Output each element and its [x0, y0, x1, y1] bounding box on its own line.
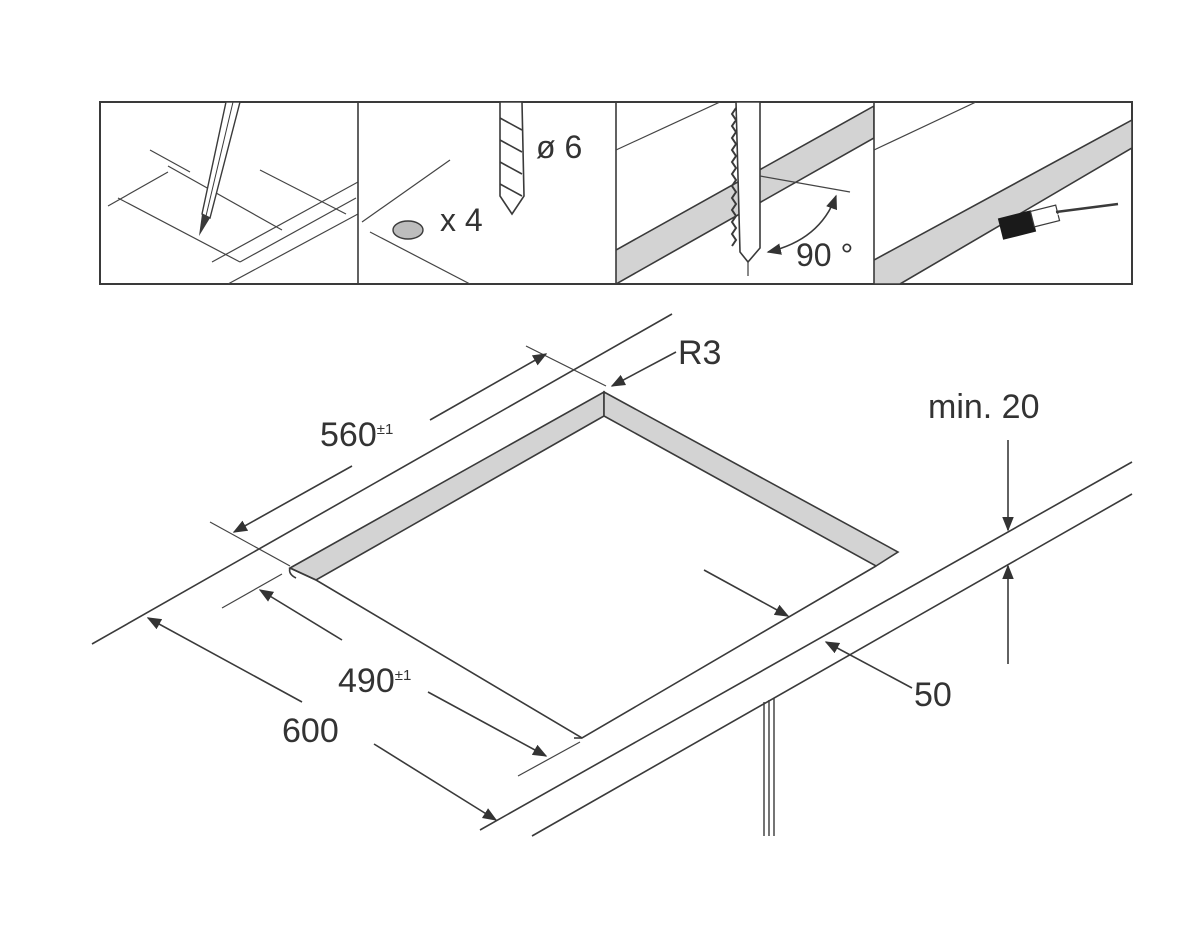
front-distance-arrow [703, 569, 790, 617]
width-label: 560±1 [320, 416, 393, 454]
jigsaw-blade-icon [730, 102, 761, 276]
depth-label: 490±1 [338, 662, 411, 700]
width-dimension-line [429, 353, 548, 421]
worktop-depth-dimension-line [146, 617, 303, 703]
step-3-sawing-panel [616, 102, 874, 284]
cutout-opening [288, 390, 900, 739]
step-2-drilling-panel [361, 102, 525, 284]
worktop-depth-dimension-line [373, 743, 498, 821]
extension-line [221, 573, 283, 609]
pencil-icon [199, 102, 241, 236]
worktop-front-edge [479, 461, 1133, 831]
step-4-sealing-panel [874, 102, 1132, 284]
hole-count-label: x 4 [440, 202, 483, 238]
extension-line [209, 521, 291, 567]
step-1-marking-panel [107, 102, 358, 284]
cutout-side-wall [603, 390, 900, 567]
radius-label: R3 [678, 334, 721, 372]
worktop-front-lower-edge [531, 493, 1133, 837]
brush-icon [997, 202, 1119, 240]
radius-leader [610, 351, 677, 387]
front-distance-label: 50 [914, 676, 952, 714]
worktop-back-edge [91, 313, 673, 645]
front-distance-arrow [824, 641, 913, 689]
extension-line [525, 345, 607, 387]
thickness-label: min. 20 [928, 388, 1040, 426]
supply-cable [763, 698, 775, 836]
drill-bit-icon [499, 102, 525, 216]
worktop-depth-label: 600 [282, 712, 339, 750]
extension-line [517, 741, 581, 777]
depth-dimension-line [258, 589, 343, 641]
step-strip: x 4 ø 6 90 ° [99, 101, 1133, 285]
drill-diameter-label: ø 6 [536, 129, 582, 165]
drill-hole-mark [392, 220, 424, 240]
depth-dimension-line [427, 691, 548, 757]
cutout-drawing: 560±1 R3 490±1 600 50 min. 20 [91, 313, 1133, 837]
angle-label: 90 ° [796, 237, 853, 273]
width-dimension-line [232, 465, 353, 533]
